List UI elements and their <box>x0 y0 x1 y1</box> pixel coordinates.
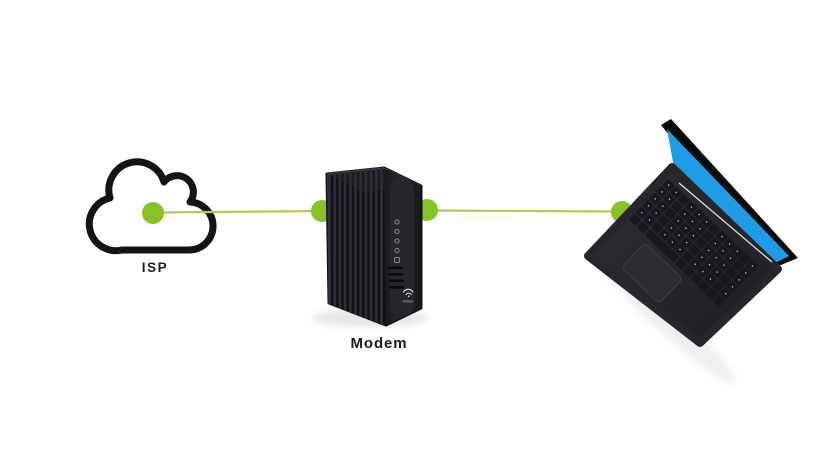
laptop-hinge-highlight <box>678 182 773 263</box>
modem-brand-logo: hitron <box>402 288 414 304</box>
isp-label: ISP <box>142 260 169 275</box>
link-line-modem-laptop <box>426 209 623 213</box>
connector-dot-isp <box>142 202 164 224</box>
modem-left-edge-highlight <box>326 174 331 303</box>
laptop-keyboard <box>629 179 759 307</box>
modem-label: Modem <box>351 335 408 352</box>
laptop-device <box>584 119 798 347</box>
laptop-screen <box>667 129 789 263</box>
modem-vent-slots <box>388 266 405 289</box>
modem-brand-text: hitron <box>403 300 413 304</box>
laptop-touchpad <box>622 244 682 303</box>
modem-panel-spine <box>390 178 414 316</box>
modem-ribs <box>328 166 383 325</box>
modem-device: hitron <box>325 166 423 327</box>
link-line-isp-modem <box>152 209 323 214</box>
modem-led-icons <box>394 219 400 263</box>
